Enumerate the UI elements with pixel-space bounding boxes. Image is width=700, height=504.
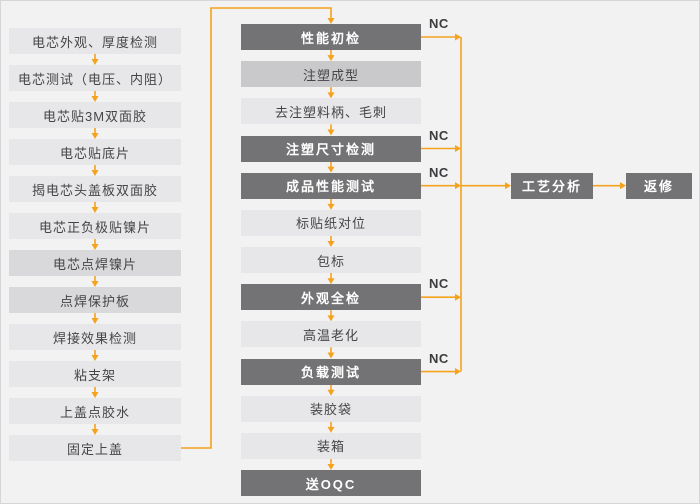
step-middle-3: 去注塑料柄、毛刺 (241, 98, 421, 125)
step-middle-1: 性能初检 (241, 24, 421, 50)
nc-label: NC (429, 127, 449, 143)
step-left-12: 固定上盖 (9, 435, 181, 461)
step-middle-7: 包标 (241, 247, 421, 274)
step-left-1: 电芯外观、厚度检测 (9, 28, 181, 54)
nc-label: NC (429, 350, 449, 366)
step-middle-10: 负载测试 (241, 358, 421, 385)
step-middle-2: 注塑成型 (241, 61, 421, 88)
step-left-10: 粘支架 (9, 361, 181, 387)
step-middle-5: 成品性能测试 (241, 172, 421, 199)
step-left-5: 揭电芯头盖板双面胶 (9, 176, 181, 202)
step-middle-11: 装胶袋 (241, 395, 421, 422)
step-left-2: 电芯测试（电压、内阻） (9, 65, 181, 91)
step-middle-12: 装箱 (241, 432, 421, 459)
nc-label: NC (429, 16, 449, 31)
step-middle-9: 高温老化 (241, 321, 421, 348)
step-middle-8: 外观全检 (241, 284, 421, 311)
step-left-9: 焊接效果检测 (9, 324, 181, 350)
step-left-8: 点焊保护板 (9, 287, 181, 313)
step-middle-4: 注塑尺寸检测 (241, 135, 421, 162)
step-left-11: 上盖点胶水 (9, 398, 181, 424)
step-middle-6: 标贴纸对位 (241, 209, 421, 236)
step-middle-13: 送OQC (241, 470, 421, 497)
analysis-step: 工艺分析 (511, 172, 593, 199)
step-left-4: 电芯贴底片 (9, 139, 181, 165)
repair-step: 返修 (626, 172, 692, 199)
nc-label: NC (429, 276, 449, 292)
step-left-3: 电芯贴3M双面胶 (9, 102, 181, 128)
step-left-7: 电芯点焊镍片 (9, 250, 181, 276)
step-left-6: 电芯正负极贴镍片 (9, 213, 181, 239)
nc-label: NC (429, 164, 449, 180)
